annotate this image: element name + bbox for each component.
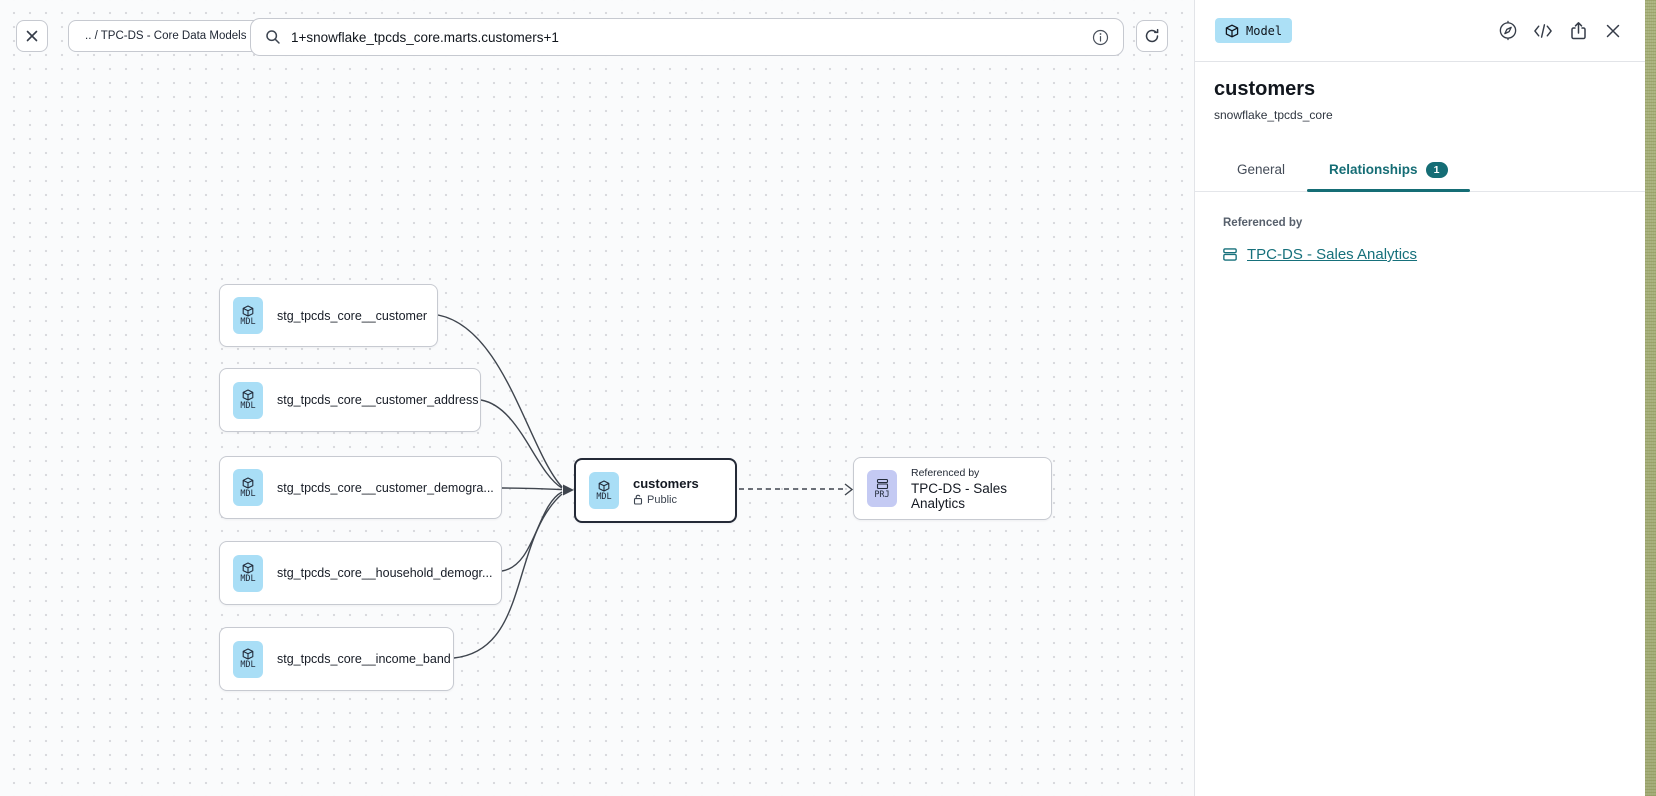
model-type-icon: MDL [589, 472, 619, 509]
refresh-button[interactable] [1136, 20, 1168, 52]
node-title: TPC-DS - Sales Analytics [911, 480, 1008, 511]
search-icon [265, 29, 281, 45]
info-icon[interactable] [1092, 29, 1109, 46]
cube-icon [242, 305, 254, 317]
cube-icon [1225, 24, 1239, 38]
relationships-count-badge: 1 [1425, 161, 1448, 178]
details-panel: Model customers snowflake_tpcds_core Gen… [1194, 0, 1645, 796]
lineage-search[interactable] [250, 18, 1124, 56]
search-input[interactable] [291, 29, 1082, 45]
lineage-canvas[interactable]: MDL stg_tpcds_core__customer MDL stg_tpc… [0, 0, 1194, 796]
close-panel-icon[interactable] [1603, 21, 1623, 41]
share-icon[interactable] [1568, 21, 1588, 41]
tab-general[interactable]: General [1237, 162, 1286, 177]
compass-icon[interactable] [1498, 20, 1518, 41]
node-stg-income-band[interactable]: MDL stg_tpcds_core__income_band [219, 627, 454, 691]
model-type-icon: MDL [233, 381, 263, 419]
tab-relationships[interactable]: Relationships 1 [1307, 148, 1470, 192]
node-label: stg_tpcds_core__customer [277, 308, 428, 323]
model-type-icon: MDL [233, 554, 263, 592]
panel-header: Model [1195, 0, 1645, 62]
model-type-icon: MDL [233, 640, 263, 678]
cube-icon [598, 480, 610, 492]
refresh-icon [1144, 28, 1160, 44]
node-label: stg_tpcds_core__household_demogr... [277, 566, 493, 580]
node-stg-customer[interactable]: MDL stg_tpcds_core__customer [219, 284, 438, 347]
unlock-icon [633, 494, 643, 505]
node-stg-customer-address[interactable]: MDL stg_tpcds_core__customer_address [219, 368, 481, 432]
node-label: stg_tpcds_core__customer_demogra... [277, 480, 494, 495]
desktop-edge-strip [1645, 0, 1656, 796]
entity-type-chip: Model [1215, 18, 1293, 43]
code-icon[interactable] [1533, 21, 1553, 41]
node-title: customers [633, 475, 699, 491]
referenced-by-label: Referenced by [1223, 217, 1303, 229]
close-graph-button[interactable] [16, 20, 48, 52]
drawer-icon [1222, 247, 1238, 262]
node-label: stg_tpcds_core__customer_address [277, 393, 479, 407]
node-customers-selected[interactable]: MDL customers Public [574, 458, 737, 523]
panel-tabs: General Relationships 1 [1195, 148, 1645, 192]
node-label: stg_tpcds_core__income_band [277, 652, 451, 666]
model-type-icon: MDL [233, 297, 263, 334]
cube-icon [242, 648, 254, 660]
cube-icon [242, 562, 254, 574]
visibility-label: Public [647, 493, 677, 506]
project-type-icon: PRJ [867, 470, 897, 507]
lineage-edges [437, 314, 854, 659]
breadcrumb[interactable]: .. / TPC-DS - Core Data Models [68, 20, 264, 52]
panel-subtitle: snowflake_tpcds_core [1214, 108, 1333, 122]
node-stg-household-demographics[interactable]: MDL stg_tpcds_core__household_demogr... [219, 541, 502, 605]
model-type-icon: MDL [233, 469, 263, 506]
node-stg-customer-demographics[interactable]: MDL stg_tpcds_core__customer_demogra... [219, 456, 502, 519]
node-caption: Referenced by [911, 466, 980, 479]
drawer-icon [876, 478, 889, 490]
reference-link-tpcds-sales-analytics[interactable]: TPC-DS - Sales Analytics [1222, 246, 1417, 263]
cube-icon [242, 389, 254, 401]
panel-title: customers [1214, 78, 1316, 100]
node-referenced-project[interactable]: PRJ Referenced by TPC-DS - Sales Analyti… [853, 457, 1052, 520]
cube-icon [242, 477, 254, 489]
close-icon [25, 29, 39, 43]
